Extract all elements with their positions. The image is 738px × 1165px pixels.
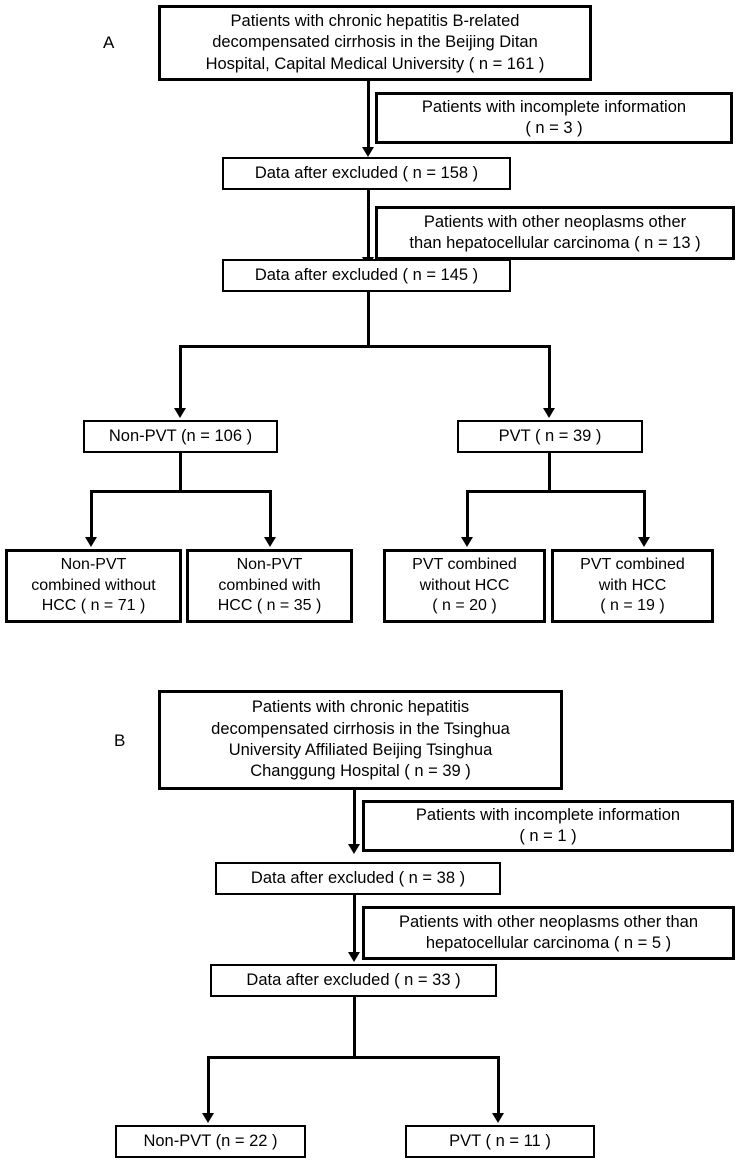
connector-a-nonpvt-stem [179,453,182,492]
connector-b-source-to-after1 [353,790,356,849]
arrowhead-b-after1 [348,844,360,854]
node-panel-a-pvt: PVT ( n = 39 ) [457,420,643,453]
node-panel-b-pvt: PVT ( n = 11 ) [405,1125,595,1158]
node-panel-b-after-exclusion-2: Data after excluded ( n = 33 ) [210,964,497,997]
connector-a-nonpvt-left [90,490,93,542]
node-panel-a-leaf-pvt-with-hcc: PVT combined with HCC ( n = 19 ) [551,549,714,623]
panel-label-b: B [114,731,126,750]
node-panel-a-leaf-pvt-without-hcc: PVT combined without HCC ( n = 20 ) [383,549,546,623]
arrowhead-b-pvt [492,1113,504,1123]
arrowhead-a-leaf1 [85,537,97,547]
node-panel-b-exclusion-1: Patients with incomplete information ( n… [362,800,734,852]
arrowhead-b-after2 [348,952,360,962]
connector-b-split-left [207,1056,210,1118]
node-panel-b-exclusion-2: Patients with other neoplasms other than… [362,906,735,960]
connector-a-source-to-after1 [367,81,370,152]
connector-a-pvt-bar [466,490,646,493]
arrowhead-a-non-pvt [174,408,186,418]
connector-a-after1-to-after2 [367,190,370,262]
arrowhead-a-pvt [543,408,555,418]
node-panel-a-after-exclusion-1: Data after excluded ( n = 158 ) [222,157,511,190]
connector-b-split-bar [207,1056,500,1059]
connector-a-nonpvt-bar [90,490,272,493]
connector-a-split-left [179,345,182,413]
arrowhead-a-leaf4 [638,537,650,547]
arrowhead-a-leaf2 [264,537,276,547]
node-panel-a-non-pvt: Non-PVT (n = 106 ) [83,420,278,453]
connector-a-split-bar [179,345,551,348]
node-panel-a-leaf-non-pvt-with-hcc: Non-PVT combined with HCC ( n = 35 ) [186,549,353,623]
connector-a-pvt-stem [548,453,551,492]
arrowhead-b-non-pvt [202,1113,214,1123]
connector-a-pvt-left [466,490,469,542]
panel-label-a: A [103,33,115,52]
connector-a-split-stem [367,292,370,347]
node-panel-b-source: Patients with chronic hepatitis decompen… [158,690,563,790]
node-panel-a-source: Patients with chronic hepatitis B-relate… [158,5,592,81]
node-panel-b-non-pvt: Non-PVT (n = 22 ) [115,1125,306,1158]
arrowhead-a-leaf3 [461,537,473,547]
connector-a-split-right [548,345,551,413]
node-panel-a-exclusion-1: Patients with incomplete information ( n… [375,92,733,144]
node-panel-a-exclusion-2: Patients with other neoplasms other than… [375,206,735,260]
connector-a-pvt-right [643,490,646,542]
node-panel-b-after-exclusion-1: Data after excluded ( n = 38 ) [215,862,501,895]
connector-b-split-right [497,1056,500,1118]
node-panel-a-after-exclusion-2: Data after excluded ( n = 145 ) [222,259,511,292]
connector-b-after1-to-after2 [353,895,356,957]
arrowhead-a-after1 [362,147,374,157]
connector-b-split-stem [353,997,356,1058]
node-panel-a-leaf-non-pvt-without-hcc: Non-PVT combined without HCC ( n = 71 ) [5,549,182,623]
connector-a-nonpvt-right [269,490,272,542]
